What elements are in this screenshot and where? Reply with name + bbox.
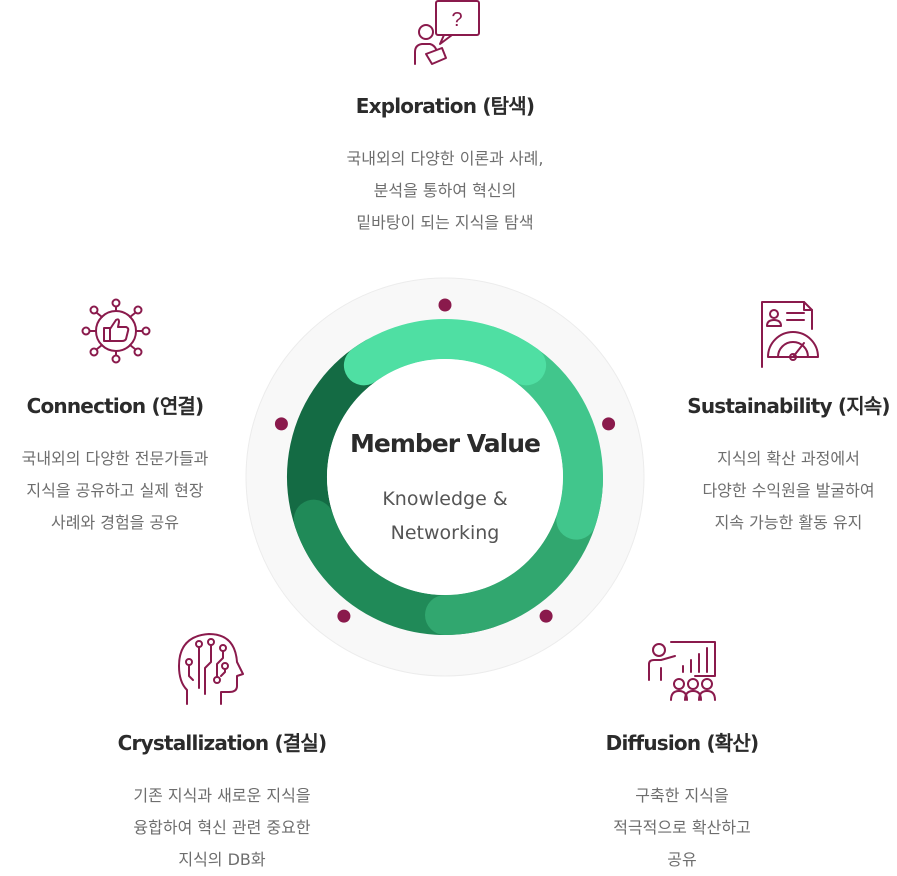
center-title: Member Value (350, 429, 541, 458)
description-line: 국내외의 다양한 전문가들과 (21, 449, 209, 468)
sustainability-description: 지식의 확산 과정에서 다양한 수익원을 발굴하여 지속 가능한 활동 유지 (660, 443, 897, 539)
ring-marker-dot (539, 609, 553, 623)
sustainability-block: Sustainability (지속) 지식의 확산 과정에서 다양한 수익원을… (660, 390, 897, 539)
description-line: 기존 지식과 새로운 지식을 (133, 786, 311, 805)
svg-text:?: ? (451, 9, 462, 31)
crystallization-title: Crystallization (결실) (117, 731, 327, 755)
ring-marker-dot (438, 298, 452, 312)
member-value-ring: Member Value Knowledge & Networking (245, 277, 645, 677)
presentation-audience-icon (647, 640, 719, 702)
diffusion-block: Diffusion (확산) 구축한 지식을 적극적으로 확산하고 공유 (552, 727, 812, 876)
diffusion-description: 구축한 지식을 적극적으로 확산하고 공유 (552, 780, 812, 876)
ring-segment (343, 319, 547, 386)
description-line: 구축한 지식을 (635, 786, 729, 805)
description-line: 지속 가능한 활동 유지 (714, 513, 863, 532)
connection-block: Connection (연결) 국내외의 다양한 전문가들과 지식을 공유하고 … (0, 390, 230, 539)
description-line: 사례와 경험을 공유 (51, 513, 179, 532)
center-subtitle: Knowledge & Networking (345, 482, 545, 550)
connection-description: 국내외의 다양한 전문가들과 지식을 공유하고 실제 현장 사례와 경험을 공유 (0, 443, 230, 539)
description-line: 다양한 수익원을 발굴하여 (702, 481, 875, 500)
brain-circuit-icon (177, 632, 245, 706)
center-subtitle-line-2: Networking (390, 522, 500, 544)
crystallization-description: 기존 지식과 새로운 지식을 융합하여 혁신 관련 중요한 지식의 DB화 (84, 780, 360, 876)
connection-title: Connection (연결) (26, 394, 205, 418)
sustainability-title: Sustainability (지속) (687, 394, 890, 418)
description-line: 지식의 확산 과정에서 (717, 449, 860, 468)
description-line: 융합하여 혁신 관련 중요한 (133, 818, 311, 837)
description-line: 적극적으로 확산하고 (613, 818, 751, 837)
description-line: 지식의 DB화 (178, 850, 266, 869)
ring-segments (287, 319, 603, 635)
thumbs-up-network-icon (80, 298, 152, 364)
exploration-description: 국내외의 다양한 이론과 사례, 분석을 통하여 혁신의 밑바탕이 되는 지식을… (305, 143, 585, 239)
description-line: 밑바탕이 되는 지식을 탐색 (356, 213, 534, 232)
ring-dots (274, 298, 616, 623)
ring-graphic (245, 277, 645, 677)
report-gauge-icon (760, 299, 822, 369)
exploration-title: Exploration (탐색) (355, 94, 535, 118)
exploration-block: Exploration (탐색) 국내외의 다양한 이론과 사례, 분석을 통하… (305, 90, 585, 239)
description-line: 공유 (667, 850, 697, 869)
diffusion-title: Diffusion (확산) (605, 731, 759, 755)
ring-inner-disc (327, 359, 563, 595)
ring-marker-dot (337, 609, 351, 623)
description-line: 분석을 통하여 혁신의 (373, 181, 517, 200)
description-line: 지식을 공유하고 실제 현장 (26, 481, 204, 500)
ring-marker-dot (602, 417, 616, 431)
description-line: 국내외의 다양한 이론과 사례, (346, 149, 544, 168)
crystallization-block: Crystallization (결실) 기존 지식과 새로운 지식을 융합하여… (84, 727, 360, 876)
question-speech-icon: ? (412, 0, 482, 68)
ring-marker-dot (274, 417, 288, 431)
center-subtitle-line-1: Knowledge & (382, 488, 508, 510)
